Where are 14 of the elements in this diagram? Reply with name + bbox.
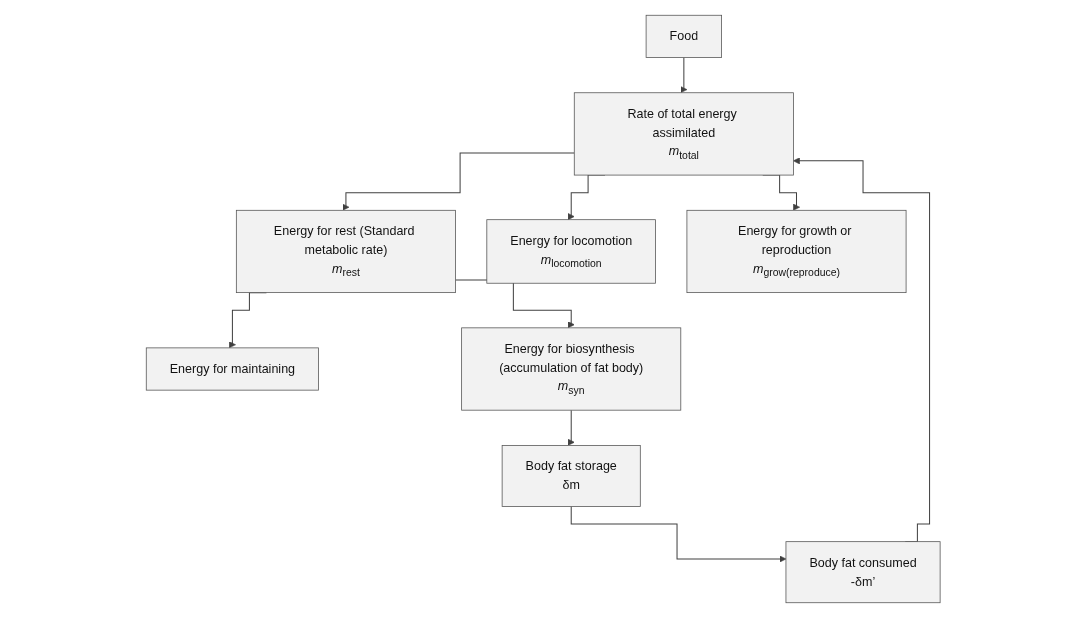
arrow (568, 409, 575, 446)
arrow (680, 57, 688, 94)
arrow (342, 152, 576, 211)
node-box: Body fat storage δm (502, 445, 641, 507)
node-box: Energy for growth or reproduction m$_{grow(reproduce)}$ (686, 209, 907, 293)
node-box: Rate of total energy assimilated m$_{total}$ (574, 92, 795, 176)
node-box: Body fat consumed -δm’ (785, 541, 941, 604)
node-box: Food (646, 14, 723, 58)
node-box: Energy for biosynthesis (accumulation of fat body) m$_{syn}$ (461, 327, 682, 411)
arrow (793, 157, 931, 543)
node-box: Energy for rest (Standard metabolic rate) m$_{rest}$ (236, 209, 457, 293)
node-box: Energy for locomotion m$_{locomotion}$ (486, 219, 657, 284)
arrow (571, 505, 787, 563)
node-box: Energy for maintaining (146, 347, 320, 391)
